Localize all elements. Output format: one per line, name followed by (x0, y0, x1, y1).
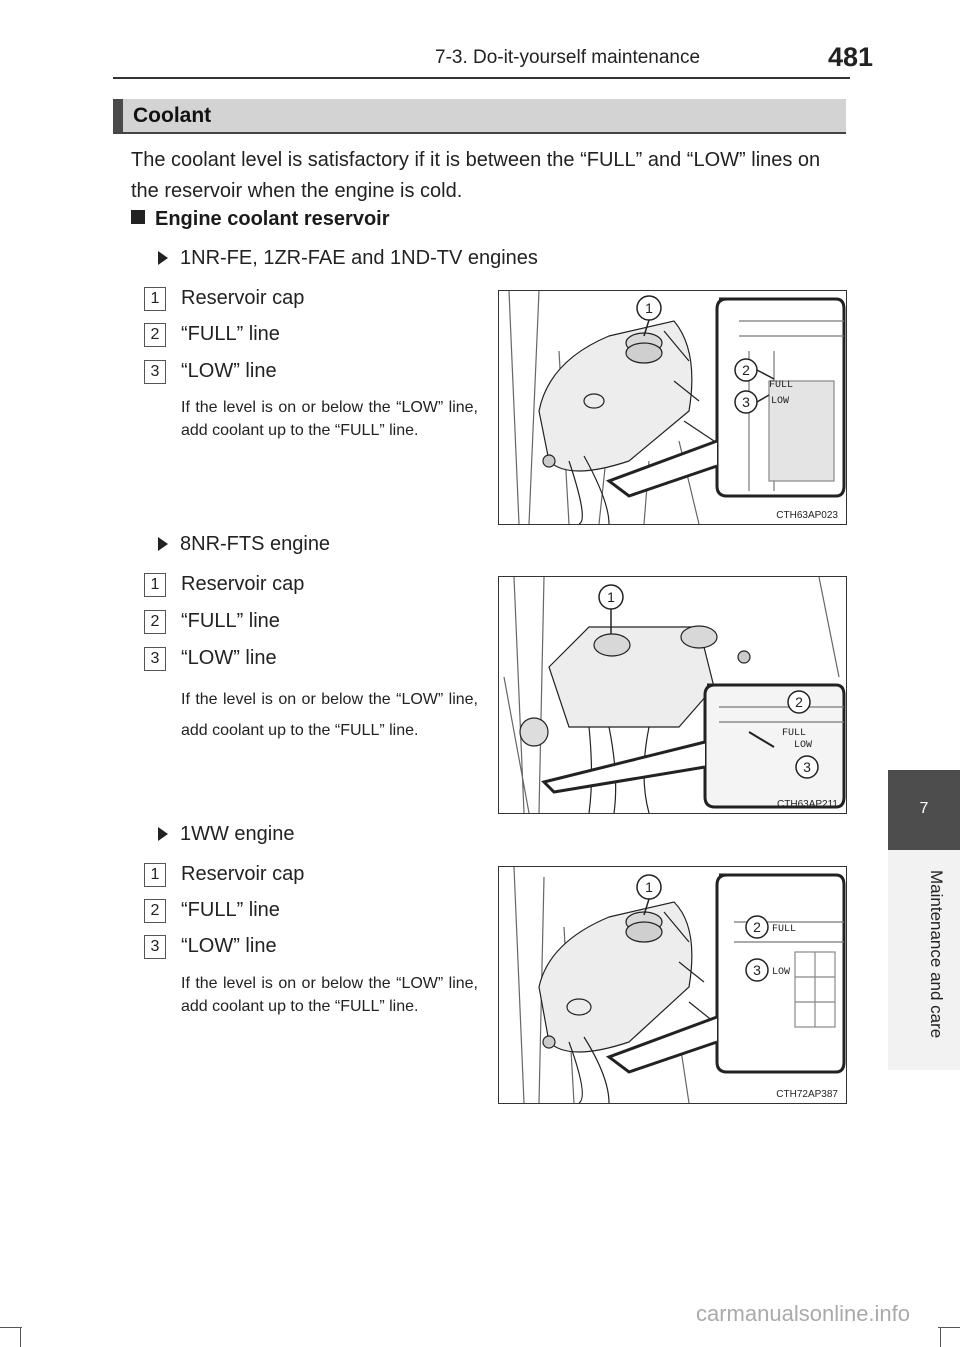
triangle-bullet-icon (158, 537, 168, 551)
full-mark: FULL (772, 924, 796, 935)
reservoir-illustration: 1 2 3 FULL LOW CTH72AP387 (498, 866, 847, 1104)
callout-3: 3 (742, 394, 750, 410)
page-number: 481 (828, 42, 874, 72)
level-note: If the level is on or below the “LOW” li… (181, 975, 478, 1015)
full-mark: FULL (782, 728, 806, 739)
callout-number: 1 (144, 287, 166, 311)
callout-2: 2 (742, 362, 750, 378)
intro-paragraph: The coolant level is satisfactory if it … (131, 149, 821, 202)
crop-mark (938, 1327, 960, 1328)
chapter-side-label: Maintenance and care (888, 850, 960, 1070)
engine-heading: 1NR-FE, 1ZR-FAE and 1ND-TV engines (158, 247, 538, 270)
low-mark: LOW (794, 740, 812, 751)
engine-name: 1NR-FE, 1ZR-FAE and 1ND-TV engines (180, 247, 538, 269)
figure-code: CTH63AP023 (776, 510, 838, 521)
full-mark: FULL (769, 380, 793, 391)
footer-watermark: carmanualsonline.info (696, 1301, 911, 1326)
item-label: “LOW” line (181, 360, 277, 382)
engine-heading: 8NR-FTS engine (158, 533, 330, 556)
crop-mark (20, 1327, 21, 1347)
callout-number: 2 (144, 899, 166, 923)
square-bullet-icon (131, 210, 145, 224)
section-marker (113, 99, 123, 132)
section-heading-bar: Coolant (113, 99, 846, 134)
callout-1: 1 (645, 879, 653, 895)
callout-2: 2 (753, 919, 761, 935)
item-label: “FULL” line (181, 323, 280, 345)
callout-number: 3 (144, 360, 166, 384)
item-label: Reservoir cap (181, 573, 305, 595)
subheading: Engine coolant reservoir (131, 208, 390, 231)
item-label: “LOW” line (181, 935, 277, 957)
callout-number: 1 (144, 863, 166, 887)
running-header: 7-3. Do-it-yourself maintenance (435, 47, 701, 68)
callout-number: 2 (144, 610, 166, 634)
item-label: “FULL” line (181, 610, 280, 632)
engine-heading: 1WW engine (158, 823, 295, 846)
figure-code: CTH63AP211 (777, 799, 838, 810)
callout-2: 2 (795, 694, 803, 710)
triangle-bullet-icon (158, 827, 168, 841)
chapter-tab: 7 (888, 770, 960, 850)
callout-3: 3 (803, 759, 811, 775)
item-label: Reservoir cap (181, 863, 305, 885)
crop-mark (940, 1327, 941, 1347)
item-label: Reservoir cap (181, 287, 305, 309)
chapter-title: Maintenance and care (927, 870, 946, 1039)
reservoir-illustration: 1 2 3 FULL LOW CTH63AP023 (498, 290, 847, 525)
section-title: Coolant (133, 104, 212, 127)
callout-number: 3 (144, 935, 166, 959)
engine-name: 1WW engine (180, 823, 295, 845)
level-note: If the level is on or below the “LOW” li… (181, 691, 478, 739)
figure-code: CTH72AP387 (776, 1089, 838, 1100)
low-mark: LOW (771, 396, 789, 407)
callout-3: 3 (753, 962, 761, 978)
callout-number: 1 (144, 573, 166, 597)
callout-number: 2 (144, 323, 166, 347)
header-rule (113, 77, 850, 79)
reservoir-illustration: 1 2 3 FULL LOW CTH63AP211 (498, 576, 847, 814)
callout-1: 1 (607, 589, 615, 605)
chapter-number: 7 (919, 800, 929, 817)
callout-number: 3 (144, 647, 166, 671)
triangle-bullet-icon (158, 251, 168, 265)
engine-name: 8NR-FTS engine (180, 533, 331, 555)
item-label: “LOW” line (181, 647, 277, 669)
callout-1: 1 (645, 300, 653, 316)
item-label: “FULL” line (181, 899, 280, 921)
low-mark: LOW (772, 967, 790, 978)
subheading-text: Engine coolant reservoir (155, 208, 390, 230)
crop-mark (0, 1327, 22, 1328)
level-note: If the level is on or below the “LOW” li… (181, 399, 478, 439)
